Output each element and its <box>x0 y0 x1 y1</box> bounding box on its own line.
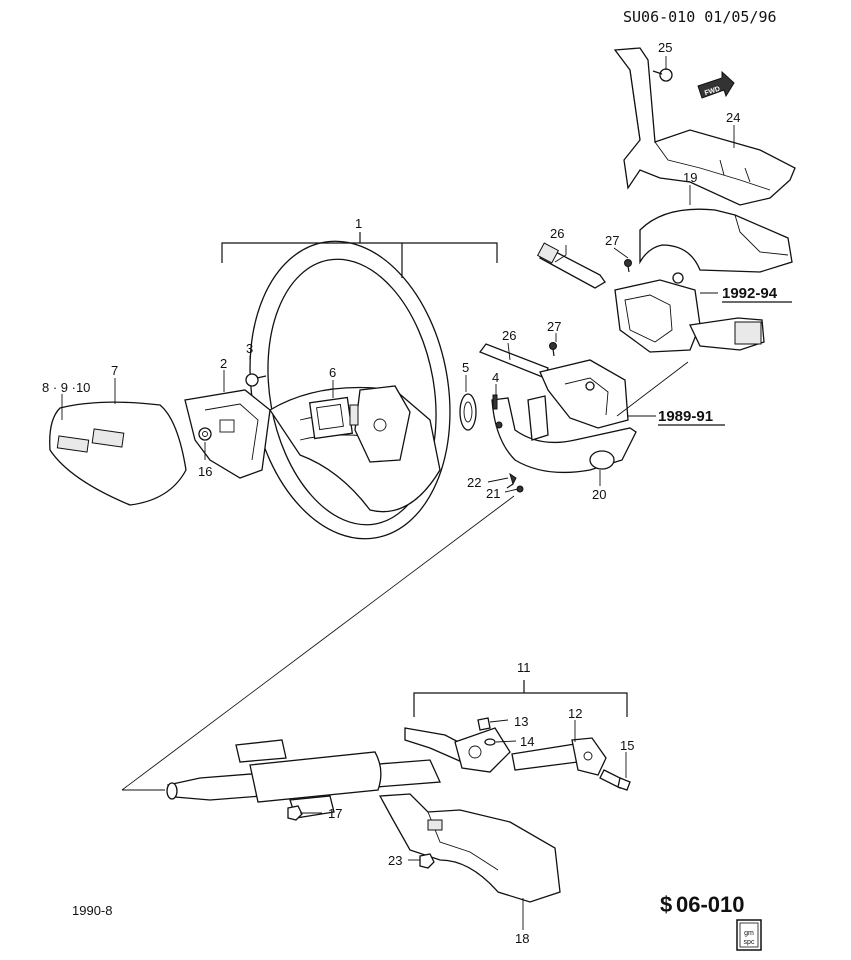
svg-text:gm: gm <box>744 930 754 937</box>
lower-column-cover-19 <box>639 208 793 273</box>
spacer-5 <box>459 393 477 431</box>
callout-26-lower: 26 <box>502 328 516 343</box>
clip-4 <box>492 394 498 410</box>
callout-23: 23 <box>388 853 402 868</box>
callout-7: 7 <box>111 363 118 378</box>
callout-20: 20 <box>592 487 606 502</box>
callout-19: 19 <box>683 170 697 185</box>
bracket-1 <box>221 232 498 278</box>
callout-6: 6 <box>329 365 336 380</box>
steering-wheel <box>249 240 451 540</box>
steering-column-11 <box>166 727 511 819</box>
callout-3: 3 <box>246 341 253 356</box>
lower-column-cover-20 <box>491 395 637 474</box>
callout-27-upper: 27 <box>605 233 619 248</box>
callout-2: 2 <box>220 356 227 371</box>
nut-16 <box>198 427 212 441</box>
callout-11: 11 <box>517 660 531 675</box>
callout-14: 14 <box>520 734 534 749</box>
callout-8-9-10: 8 · 9 ·10 <box>42 380 90 395</box>
combination-switch-1992-94 <box>536 242 765 353</box>
screw-3 <box>245 373 267 387</box>
callout-24: 24 <box>726 110 740 125</box>
page-reference: 06-010 <box>676 892 745 917</box>
leader-lines <box>61 56 735 930</box>
callout-17: 17 <box>328 806 342 821</box>
callout-13: 13 <box>514 714 528 729</box>
svg-text:spc: spc <box>744 939 755 946</box>
callout-25: 25 <box>658 40 672 55</box>
callout-18: 18 <box>515 931 529 946</box>
guide-line <box>121 495 515 791</box>
washer-14 <box>484 738 496 746</box>
lower-cover-18 <box>378 793 561 903</box>
year-label-1989-91: 1989-91 <box>658 408 713 425</box>
page-symbol: $ <box>660 892 672 917</box>
callout-21: 21 <box>486 486 500 501</box>
callout-16: 16 <box>198 464 212 479</box>
bolt-13 <box>477 717 491 731</box>
diagram-code: SU06-010 01/05/96 <box>623 8 777 26</box>
upper-column-cover <box>613 47 796 206</box>
callout-27-lower: 27 <box>547 319 561 334</box>
screws-21-22 <box>506 472 524 493</box>
screw-27-upper <box>624 259 632 273</box>
bolt-15 <box>599 769 631 791</box>
year-labels: 1992-94 1989-91 <box>658 285 792 426</box>
horn-pad-7 <box>49 401 187 506</box>
gm-spc-logo: gm spc <box>736 919 762 951</box>
callout-22: 22 <box>467 475 481 490</box>
callout-26-upper: 26 <box>550 226 564 241</box>
callout-15: 15 <box>620 738 634 753</box>
callout-12: 12 <box>568 706 582 721</box>
horn-contact-plate <box>354 385 411 463</box>
bolt-25 <box>652 68 673 82</box>
nut-23 <box>419 853 435 869</box>
year-label-1992-94: 1992-94 <box>722 285 778 302</box>
callout-5: 5 <box>462 360 469 375</box>
callout-1: 1 <box>355 216 362 231</box>
horn-module-6 <box>308 396 359 440</box>
wheel-bracket-2 <box>184 389 271 479</box>
callout-4: 4 <box>492 370 499 385</box>
combination-switch-1989-91 <box>478 343 629 429</box>
shaft-12 <box>511 737 607 776</box>
year-code: 1990-8 <box>72 903 112 918</box>
screw-27-lower <box>549 342 557 357</box>
bracket-11 <box>413 680 628 717</box>
callout-labels: 1 2 3 4 5 6 7 8 · 9 ·10 11 12 13 14 15 1… <box>42 40 740 946</box>
fwd-label: FWD <box>704 86 721 98</box>
nut-17 <box>287 805 303 821</box>
forward-arrow-icon: FWD <box>697 70 735 99</box>
